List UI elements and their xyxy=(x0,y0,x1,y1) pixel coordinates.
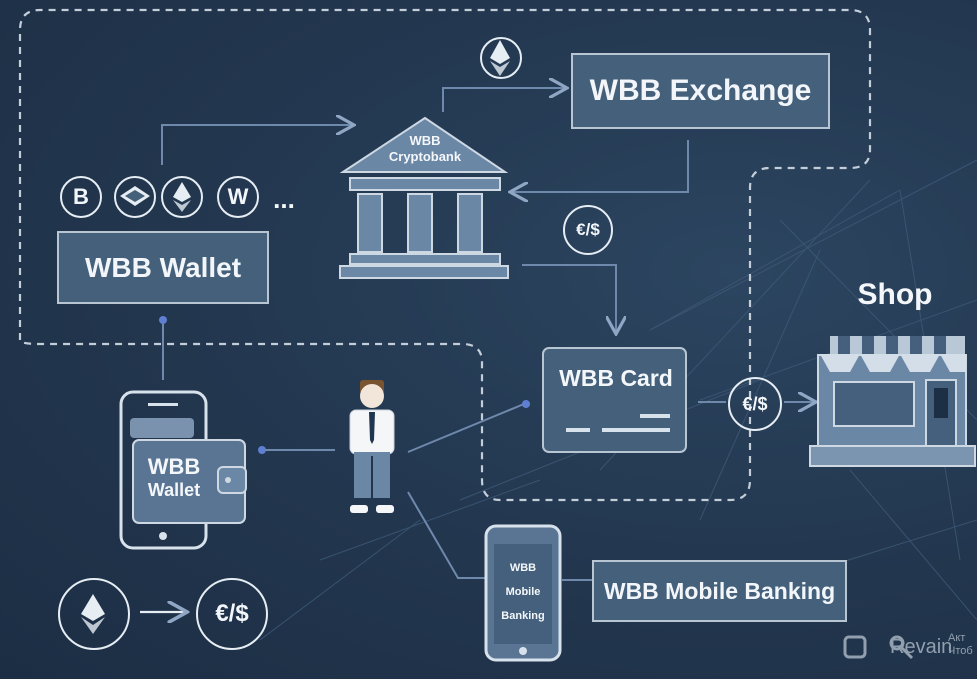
mobile-banking-label: WBB Mobile Banking xyxy=(603,577,836,604)
w-coin-icon: W xyxy=(217,176,259,218)
shop-icon xyxy=(809,336,976,467)
more-coins-ellipsis: ... xyxy=(273,184,295,214)
phone-icon xyxy=(484,524,562,662)
exchange-box: WBB Exchange xyxy=(571,53,830,129)
person-icon xyxy=(349,380,395,513)
currency-exchange-icon: €/$ xyxy=(196,578,268,650)
mobile-phone-line1: WBB xyxy=(509,562,537,574)
mobile-phone-line3: Banking xyxy=(501,610,545,622)
bank-icon xyxy=(339,116,509,279)
flow-lines xyxy=(161,88,814,581)
w-coin-glyph: W xyxy=(227,184,249,209)
exchange-label: WBB Exchange xyxy=(589,74,812,107)
phone-wallet-label: WBB Wallet xyxy=(136,454,212,501)
cryptobank-label: WBB Cryptobank xyxy=(360,133,490,165)
phone-wallet-icon xyxy=(119,390,247,550)
cryptobank-line1: WBB xyxy=(409,133,441,148)
ethereum-icon xyxy=(480,37,522,79)
shop-label: Shop xyxy=(857,278,933,311)
wallet-label: WBB Wallet xyxy=(84,251,242,283)
bitcoin-glyph: B xyxy=(73,184,89,209)
watermark: Revain Акт Чтоб xyxy=(842,630,977,675)
phone-wallet-line2: Wallet xyxy=(147,480,201,500)
watermark-extra: Акт Чтоб xyxy=(948,632,973,657)
phone-wallet-line1: WBB xyxy=(147,454,201,479)
currency-exchange-icon: €/$ xyxy=(563,205,613,255)
cryptobank-line2: Cryptobank xyxy=(388,149,462,164)
currency-symbol: €/$ xyxy=(215,600,249,627)
currency-symbol: €/$ xyxy=(576,220,600,239)
dashed-boundary-outer xyxy=(18,8,872,502)
wallet-box: WBB Wallet xyxy=(57,231,269,304)
key-icon xyxy=(889,635,914,660)
mobile-banking-box: WBB Mobile Banking xyxy=(592,560,847,622)
mobile-phone-label: WBB Mobile Banking xyxy=(494,556,552,628)
connector-dots xyxy=(159,316,530,454)
card-icon xyxy=(542,347,687,453)
currency-symbol: €/$ xyxy=(742,393,768,414)
bitcoin-icon: B xyxy=(60,176,102,218)
ethereum-icon xyxy=(58,578,130,650)
currency-exchange-icon: €/$ xyxy=(728,377,782,431)
watermark-brand: Revain xyxy=(890,636,953,658)
search-icon xyxy=(843,635,867,659)
waves-icon xyxy=(114,176,156,218)
ethereum-icon xyxy=(161,176,203,218)
card-label: WBB Card xyxy=(559,365,673,391)
mobile-phone-line2: Mobile xyxy=(505,586,541,598)
